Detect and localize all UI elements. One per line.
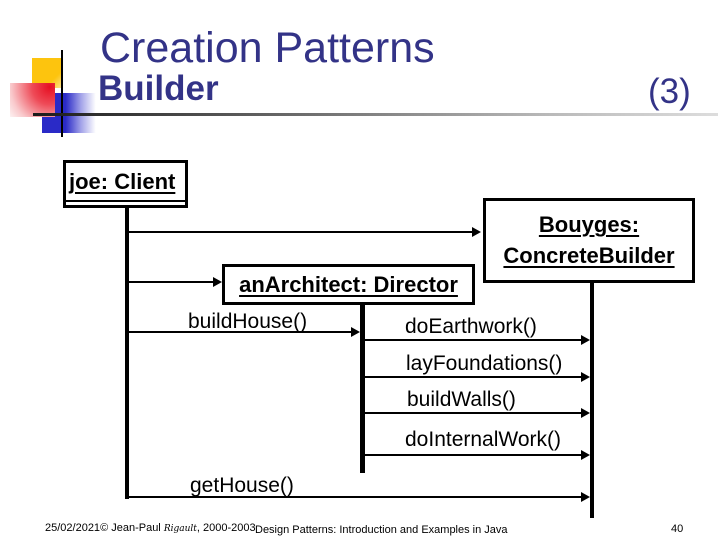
arrowhead (351, 327, 360, 337)
message-arrow-create-director (129, 277, 222, 287)
builder-lifeline (590, 283, 594, 518)
message-arrow-do-internal-work (365, 450, 590, 460)
client-lifeline (125, 208, 129, 499)
slide-subtitle: Builder (98, 69, 219, 108)
director-activation-bar (360, 305, 365, 473)
director-object-label: anArchitect: Director (239, 271, 458, 297)
message-arrow-create-builder (129, 227, 481, 237)
message-arrow-get-house (129, 492, 590, 502)
message-label-get-house: getHouse() (190, 474, 294, 497)
footer-credits: 25/02/2021© Jean-Paul Rigault, 2000-2003 (45, 522, 256, 535)
client-object-box: joe: Client (63, 160, 188, 208)
logo-red-square (10, 83, 55, 117)
message-arrow-build-house (129, 327, 360, 337)
message-arrow-build-walls (365, 408, 590, 418)
footer-center-title: Design Patterns: Introduction and Exampl… (255, 524, 508, 536)
arrowhead (581, 492, 590, 502)
builder-object-box: Bouyges: ConcreteBuilder (483, 198, 695, 283)
client-compartment-line (66, 200, 185, 202)
footer-years: , 2000-2003 (196, 522, 256, 534)
message-label-build-walls: buildWalls() (407, 388, 516, 411)
arrowhead (213, 277, 222, 287)
arrowhead (581, 408, 590, 418)
message-label-build-house: buildHouse() (188, 310, 308, 333)
message-arrow-do-earthwork (365, 335, 590, 345)
message-label-do-earthwork: doEarthwork() (405, 315, 537, 338)
client-object-label: joe: Client (69, 169, 176, 194)
slide-part-number: (3) (648, 72, 691, 111)
message-label-do-internal-work: doInternalWork() (405, 428, 562, 451)
director-object-box: anArchitect: Director (222, 264, 475, 305)
logo-cross-line (61, 50, 63, 137)
slide-title: Creation Patterns (100, 24, 435, 72)
footer-copyright: © Jean-Paul (100, 522, 164, 534)
message-label-lay-foundations: layFoundations() (406, 352, 563, 375)
message-arrow-lay-foundations (365, 372, 590, 382)
builder-object-label-line1: Bouyges: (538, 212, 640, 237)
footer-page-number: 40 (671, 523, 684, 535)
header-rule (33, 113, 718, 116)
footer-date: 25/02/2021 (45, 522, 101, 534)
builder-object-label-line2: ConcreteBuilder (503, 243, 675, 268)
footer-author-signature: Rigault (163, 524, 197, 534)
arrowhead (472, 227, 481, 237)
arrowhead (581, 450, 590, 460)
arrowhead (581, 335, 590, 345)
arrowhead (581, 372, 590, 382)
